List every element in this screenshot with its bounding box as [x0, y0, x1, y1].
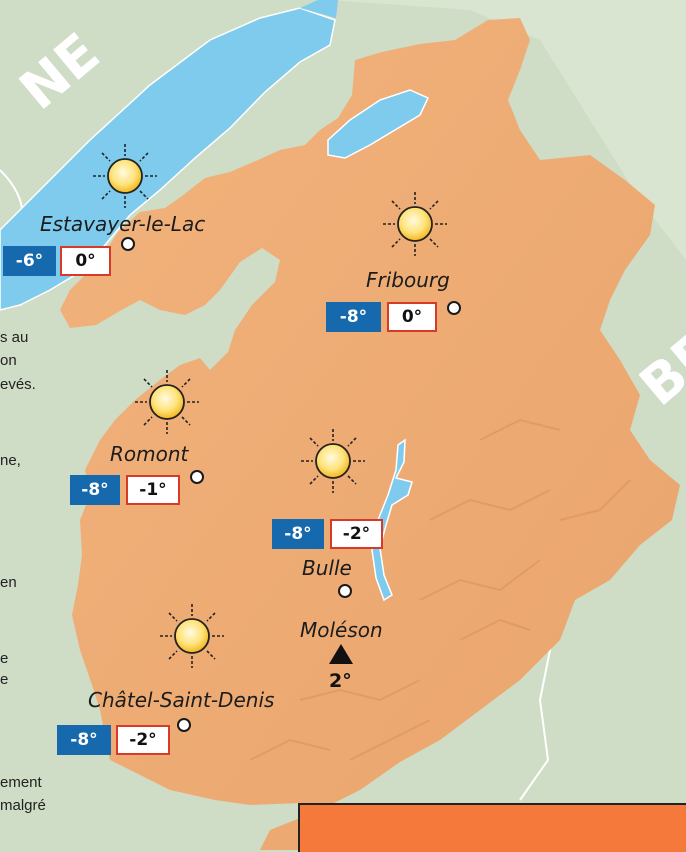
side-text-line: e	[0, 671, 9, 688]
lake-gruyere	[371, 438, 413, 602]
max-temp-bulle: -2°	[330, 519, 383, 549]
side-text-line: e	[0, 650, 9, 667]
peak-temp-moleson: 2°	[329, 670, 352, 692]
max-temp-estavayer: 0°	[60, 246, 111, 276]
side-text-line: on	[0, 352, 17, 369]
city-marker-chatel-saint-denis	[177, 718, 191, 732]
mountain-peak-icon	[329, 644, 353, 664]
city-marker-romont	[190, 470, 204, 484]
side-text-line: malgré	[0, 797, 46, 814]
lake-neuchatel-tip	[300, 0, 338, 18]
sun-icon	[383, 192, 447, 256]
background-land-light	[330, 0, 686, 260]
lake-murten	[327, 89, 430, 159]
min-temp-chatel-saint-denis: -8°	[57, 725, 111, 755]
city-marker-fribourg	[447, 301, 461, 315]
city-marker-bulle	[338, 584, 352, 598]
min-temp-romont: -8°	[70, 475, 120, 505]
max-temp-chatel-saint-denis: -2°	[116, 725, 170, 755]
min-temp-fribourg: -8°	[326, 302, 381, 332]
min-temp-estavayer: -6°	[3, 246, 56, 276]
side-text-line: ement	[0, 774, 42, 791]
city-label-bulle: Bulle	[302, 556, 352, 580]
min-temp-bulle: -8°	[272, 519, 324, 549]
city-marker-estavayer	[121, 237, 135, 251]
lake-neuchatel	[0, 7, 336, 311]
max-temp-fribourg: 0°	[387, 302, 437, 332]
relief-shading	[249, 418, 631, 761]
peak-label-moleson: Moléson	[300, 618, 383, 642]
sun-icon	[301, 429, 365, 493]
max-temp-romont: -1°	[126, 475, 180, 505]
side-text-line: ne,	[0, 452, 21, 469]
city-label-fribourg: Fribourg	[366, 268, 450, 292]
side-text-line: s au	[0, 329, 29, 346]
sun-icon	[93, 144, 157, 208]
city-label-romont: Romont	[110, 442, 189, 466]
sun-icon	[135, 370, 199, 434]
side-text-line: en	[0, 574, 17, 591]
city-label-estavayer: Estavayer-le-Lac	[40, 212, 206, 236]
side-text-line: evés.	[0, 376, 36, 393]
city-label-chatel-saint-denis: Châtel-Saint-Denis	[88, 688, 275, 712]
sun-icon	[160, 604, 224, 668]
canton-fribourg	[60, 18, 680, 850]
footer-panel	[298, 803, 686, 852]
